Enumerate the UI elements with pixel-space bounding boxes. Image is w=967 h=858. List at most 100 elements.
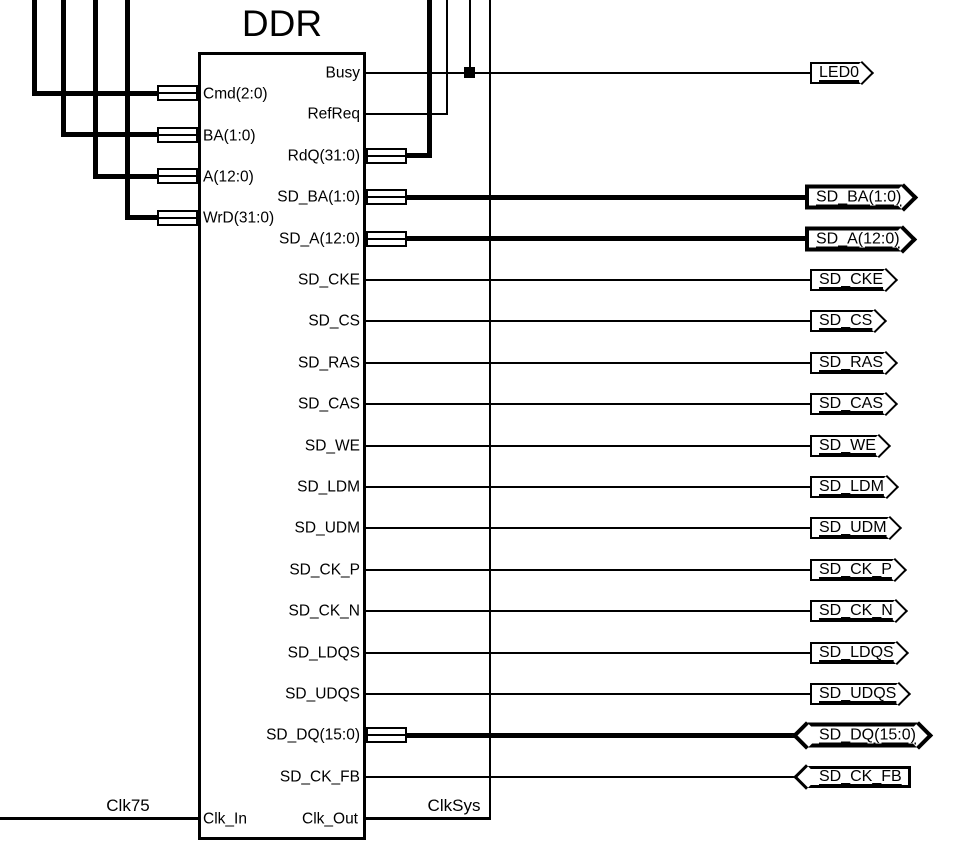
junction-dot[interactable] (464, 67, 475, 78)
net-label-clksys: ClkSys (427, 796, 481, 815)
port-label-a: A(12:0) (203, 168, 254, 186)
io-marker-label: SD_UDQS (819, 685, 897, 702)
wire-clkout[interactable] (366, 817, 491, 820)
wire-sdldqs[interactable] (366, 652, 812, 654)
port-label-sdudm: SD_UDM (294, 519, 360, 537)
wire-sdcs[interactable] (366, 320, 812, 322)
io-marker-label: SD_LDM (819, 478, 884, 495)
port-label-ba: BA(1:0) (203, 127, 256, 145)
io-marker-sd-ck-p[interactable]: SD_CK_P (810, 559, 895, 581)
port-label-busy: Busy (325, 64, 360, 82)
wire-a-horizontal[interactable] (93, 174, 159, 179)
wire-a-vertical[interactable] (93, 0, 98, 179)
io-marker-label: SD_WE (819, 437, 876, 454)
io-marker-sd-udqs[interactable]: SD_UDQS (810, 683, 900, 705)
wire-sdras[interactable] (366, 362, 812, 364)
io-marker-sd-a[interactable]: SD_A(12:0) (805, 226, 903, 252)
io-marker-sd-ras[interactable]: SD_RAS (810, 352, 887, 374)
port-label-sdras: SD_RAS (297, 354, 360, 372)
io-marker-label: SD_A(12:0) (816, 230, 900, 247)
wire-ba-vertical[interactable] (61, 0, 66, 137)
port-label-wrd: WrD(31:0) (203, 209, 275, 227)
port-label-sdckn: SD_CK_N (288, 602, 361, 620)
port-label-sdckfb: SD_CK_FB (279, 768, 360, 786)
wire-rdq-horizontal[interactable] (405, 153, 432, 158)
io-marker-sd-dq[interactable]: SD_DQ(15:0) (806, 722, 919, 748)
io-marker-label: SD_CKE (819, 271, 884, 288)
io-marker-sd-udm[interactable]: SD_UDM (810, 517, 890, 539)
bus-tap-sda[interactable] (366, 231, 407, 247)
wire-cmd-vertical[interactable] (32, 0, 37, 95)
io-marker-sd-cke[interactable]: SD_CKE (810, 269, 887, 291)
port-label-sdldm: SD_LDM (297, 478, 360, 496)
port-label-sdcas: SD_CAS (297, 395, 360, 413)
bus-tap-a[interactable] (157, 168, 198, 184)
wire-sdudm[interactable] (366, 527, 812, 529)
port-label-sddq: SD_DQ(15:0) (266, 726, 360, 744)
io-marker-sd-ldm[interactable]: SD_LDM (810, 476, 887, 498)
component-title: DDR (241, 3, 323, 44)
bus-tap-sddq[interactable] (366, 727, 407, 743)
port-label-sdckp: SD_CK_P (289, 561, 360, 579)
port-label-sdba: SD_BA(1:0) (277, 188, 360, 206)
net-label-clk75: Clk75 (106, 796, 150, 815)
wire-sdcke[interactable] (366, 279, 812, 281)
wire-rdq-vertical[interactable] (427, 0, 432, 158)
wire-sdldm[interactable] (366, 486, 812, 488)
bus-tap-wrd[interactable] (157, 210, 198, 226)
wire-busy-branch-vertical[interactable] (469, 0, 471, 72)
wire-sddq[interactable] (405, 733, 808, 738)
io-marker-label: SD_LDQS (819, 644, 894, 661)
io-marker-label: SD_CS (819, 312, 873, 329)
wire-sdcas[interactable] (366, 403, 812, 405)
io-marker-sd-cas[interactable]: SD_CAS (810, 393, 887, 415)
port-label-sda: SD_A(12:0) (279, 230, 360, 248)
bus-tap-sdba[interactable] (366, 189, 407, 205)
port-label-rdq: RdQ(31:0) (287, 147, 360, 165)
wire-sdckp[interactable] (366, 569, 812, 571)
wire-ba-horizontal[interactable] (61, 132, 159, 137)
io-marker-label: SD_CK_N (819, 602, 893, 619)
bus-tap-cmd[interactable] (157, 85, 198, 101)
port-label-sdudqs: SD_UDQS (285, 685, 360, 703)
port-label-sdldqs: SD_LDQS (287, 644, 360, 662)
io-marker-sd-cs[interactable]: SD_CS (810, 310, 876, 332)
bus-tap-ba[interactable] (157, 127, 198, 143)
wire-sdba[interactable] (405, 195, 807, 200)
io-marker-label: SD_CAS (819, 395, 884, 412)
wire-busy[interactable] (366, 72, 812, 74)
port-label-sdcs: SD_CS (308, 312, 360, 330)
io-marker-label: LED0 (819, 64, 860, 81)
io-marker-label: SD_UDM (819, 519, 887, 536)
io-marker-label: SD_CK_P (819, 561, 892, 578)
port-label-sdcke: SD_CKE (297, 271, 360, 289)
wire-wrd-horizontal[interactable] (125, 215, 159, 220)
port-label-clkin: Clk_In (203, 810, 247, 828)
wire-sdckfb[interactable] (366, 776, 808, 778)
wire-sda[interactable] (405, 236, 807, 241)
port-label-cmd: Cmd(2:0) (203, 85, 268, 103)
io-marker-sd-ba[interactable]: SD_BA(1:0) (805, 184, 905, 210)
wire-sdudqs[interactable] (366, 693, 812, 695)
wire-sdwe[interactable] (366, 445, 812, 447)
wire-sdckn[interactable] (366, 610, 812, 612)
wire-wrd-vertical[interactable] (125, 0, 130, 220)
wire-cmd-horizontal[interactable] (32, 91, 159, 96)
wire-refreq[interactable] (366, 113, 448, 115)
wire-clksys-vertical[interactable] (489, 0, 491, 820)
io-marker-led0[interactable]: LED0 (810, 62, 863, 84)
io-marker-sd-ck-fb[interactable]: SD_CK_FB (806, 766, 911, 788)
io-marker-label: SD_BA(1:0) (816, 188, 902, 205)
io-marker-sd-ldqs[interactable]: SD_LDQS (810, 642, 897, 664)
wire-clk75[interactable] (0, 817, 198, 820)
port-label-clkout: Clk_Out (302, 810, 358, 828)
bus-tap-rdq[interactable] (366, 148, 407, 164)
wire-refreq-vertical[interactable] (446, 0, 448, 115)
io-marker-sd-we[interactable]: SD_WE (810, 435, 879, 457)
port-label-refreq: RefReq (307, 105, 360, 123)
io-marker-label: SD_DQ(15:0) (819, 726, 916, 743)
io-marker-sd-ck-n[interactable]: SD_CK_N (810, 600, 896, 622)
io-marker-label: SD_RAS (819, 354, 884, 371)
ddr-block-symbol[interactable] (198, 52, 366, 840)
